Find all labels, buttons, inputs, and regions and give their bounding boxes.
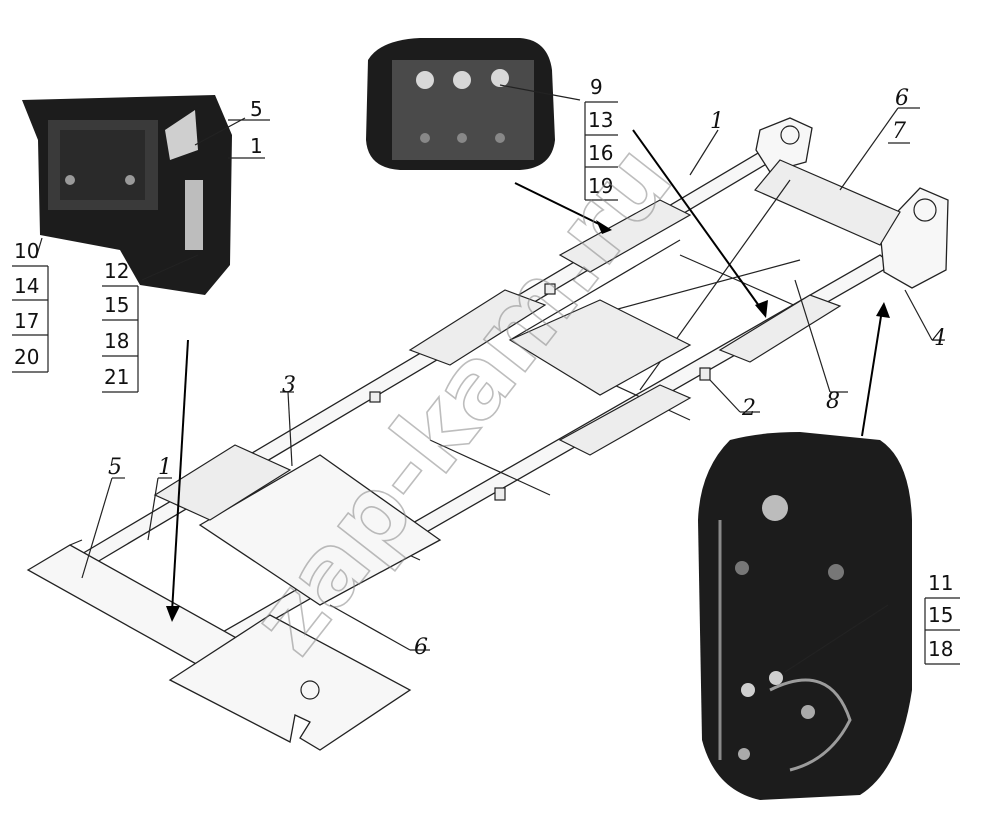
lower-plate-hole: [300, 680, 320, 700]
crossmember-2: [429, 439, 551, 496]
callout-5-photo: 5: [250, 97, 263, 121]
callout-15-left: 15: [104, 293, 129, 317]
callout-8: 8: [826, 389, 840, 414]
arrow-topcenter-to-rear: [632, 129, 763, 311]
lug-1: [494, 487, 506, 501]
callout-20: 20: [14, 345, 39, 369]
callout-1-frame-left: 1: [158, 455, 172, 480]
callout-7: 7: [892, 119, 906, 144]
floor-panel-3: [198, 454, 442, 606]
callout-4: 4: [931, 326, 946, 351]
side-pad-3: [558, 199, 692, 273]
callout-10: 10: [14, 239, 39, 263]
lower-plate-6: [168, 614, 412, 751]
bracket-hole-right: [913, 198, 937, 222]
arrowhead-2: [596, 220, 612, 234]
arrow-topcenter-to-frame: [514, 182, 604, 227]
side-pad-4: [558, 384, 692, 456]
callout-6-frame-top: 6: [895, 86, 909, 111]
callout-1-frame: 1: [710, 109, 724, 134]
callout-11: 11: [928, 571, 953, 595]
side-pad-1: [153, 444, 292, 521]
arrow-right-to-frame: [861, 309, 883, 437]
end-plate-edge: [69, 539, 83, 546]
frame-main: [26, 117, 949, 751]
arrowhead-1: [166, 606, 180, 622]
lug-4: [544, 283, 556, 295]
photo-inset-top-center: [366, 38, 555, 170]
callout-2: 2: [741, 396, 756, 421]
callout-21: 21: [104, 365, 129, 389]
callout-16: 16: [588, 141, 613, 165]
rear-bracket-right: [879, 187, 949, 289]
diagonal-brace-1: [509, 239, 681, 341]
callout-18-left: 18: [104, 329, 129, 353]
photo-inset-top-left: [22, 95, 232, 295]
callout-19: 19: [588, 174, 613, 198]
callout-17: 17: [14, 309, 39, 333]
front-end-plate: [26, 544, 242, 666]
lug-2: [699, 367, 711, 381]
callout-1-photo: 1: [250, 134, 263, 158]
side-pad-2: [408, 289, 547, 366]
leader-lines: [35, 84, 945, 673]
callout-3: 3: [282, 373, 296, 398]
arrow-topleft-to-frame: [171, 339, 189, 613]
rear-crossmember: [754, 159, 901, 246]
photo-inset-right: [698, 432, 912, 800]
callout-6-frame-bottom: 6: [414, 635, 428, 660]
callout-stack-left-a: 10 14 17 20: [12, 239, 49, 373]
side-pad-5: [718, 294, 842, 363]
callout-15-right: 15: [928, 603, 953, 627]
callout-12: 12: [104, 259, 129, 283]
callout-stack-left-b: 12 15 18 21: [102, 259, 139, 393]
mid-panel: [508, 299, 692, 396]
lug-3: [369, 391, 381, 403]
callout-18-right: 18: [928, 637, 953, 661]
watermark-text: zap-kam.ru: [230, 124, 694, 674]
arrows: [166, 129, 890, 622]
arrowhead-4: [876, 302, 890, 318]
arrowhead-3: [755, 300, 768, 318]
callout-5-frame: 5: [108, 455, 122, 480]
bracket-hole-left: [780, 125, 800, 145]
callout-stack-top-center: 9 13 16 19: [584, 75, 618, 201]
callout-14: 14: [14, 274, 39, 298]
callout-13: 13: [588, 108, 613, 132]
callout-9: 9: [590, 75, 603, 99]
callout-stack-right: 11 15 18: [924, 571, 960, 665]
